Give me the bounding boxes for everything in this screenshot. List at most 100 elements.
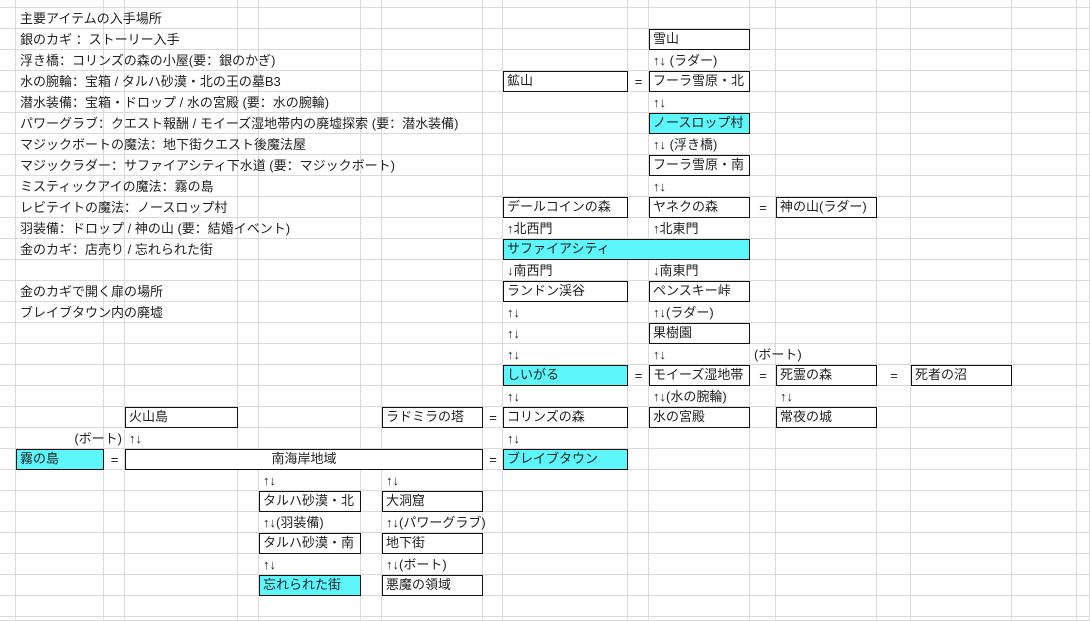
- grid-cell[interactable]: [483, 554, 503, 575]
- grid-cell[interactable]: [877, 281, 911, 302]
- node-sapphire[interactable]: サファイアシティ: [503, 239, 750, 260]
- grid-cell[interactable]: [776, 113, 877, 134]
- grid-cell[interactable]: [361, 302, 382, 323]
- grid-cell[interactable]: [361, 218, 382, 239]
- grid-cell[interactable]: [259, 134, 361, 155]
- grid-cell[interactable]: [382, 113, 483, 134]
- grid-cell[interactable]: [16, 533, 104, 554]
- grid-cell[interactable]: [0, 365, 16, 386]
- link-updown[interactable]: ↑↓: [653, 179, 666, 194]
- gold-key-item[interactable]: ブレイブタウン内の廃墟: [20, 305, 164, 320]
- grid-cell[interactable]: [877, 29, 911, 50]
- grid-cell[interactable]: [259, 218, 361, 239]
- grid-cell[interactable]: [483, 533, 503, 554]
- grid-cell[interactable]: [776, 0, 877, 8]
- note-item[interactable]: 羽装備：ドロップ / 神の山 (要：結婚イベント): [20, 221, 291, 236]
- grid-cell[interactable]: [238, 386, 259, 407]
- grid-cell[interactable]: [649, 428, 750, 449]
- grid-cell[interactable]: [776, 281, 877, 302]
- grid-cell[interactable]: [104, 176, 125, 197]
- grid-cell[interactable]: [0, 134, 16, 155]
- grid-cell[interactable]: [16, 428, 104, 449]
- grid-cell[interactable]: [877, 176, 911, 197]
- grid-cell[interactable]: [483, 365, 503, 386]
- grid-cell[interactable]: [750, 449, 776, 470]
- grid-cell[interactable]: [649, 302, 750, 323]
- grid-cell[interactable]: [238, 554, 259, 575]
- grid-cell[interactable]: [483, 71, 503, 92]
- grid-cell[interactable]: [750, 491, 776, 512]
- grid-cell[interactable]: [259, 617, 361, 621]
- grid-cell[interactable]: [361, 239, 382, 260]
- grid-cell[interactable]: [238, 596, 259, 617]
- grid-cell[interactable]: [125, 176, 238, 197]
- grid-cell[interactable]: [16, 71, 104, 92]
- grid-cell[interactable]: [259, 92, 361, 113]
- grid-cell[interactable]: [483, 260, 503, 281]
- grid-cell[interactable]: [503, 260, 628, 281]
- grid-cell[interactable]: [628, 512, 649, 533]
- link-updown[interactable]: ↑↓: [780, 389, 793, 404]
- link-nw-gate[interactable]: ↑北西門: [507, 221, 553, 236]
- grid-cell[interactable]: [238, 176, 259, 197]
- grid-cell[interactable]: [125, 344, 238, 365]
- grid-cell[interactable]: [361, 554, 382, 575]
- grid-cell[interactable]: [104, 50, 125, 71]
- grid-cell[interactable]: [238, 197, 259, 218]
- grid-cell[interactable]: [1012, 92, 1077, 113]
- grid-cell[interactable]: [125, 71, 238, 92]
- grid-cell[interactable]: [125, 134, 238, 155]
- grid-cell[interactable]: [125, 0, 238, 8]
- grid-cell[interactable]: [125, 575, 238, 596]
- grid-cell[interactable]: [649, 491, 750, 512]
- grid-cell[interactable]: [382, 29, 483, 50]
- grid-cell[interactable]: [125, 323, 238, 344]
- grid-cell[interactable]: [1077, 0, 1090, 8]
- grid-cell[interactable]: [104, 533, 125, 554]
- note-item[interactable]: ミスティックアイの魔法：霧の島: [20, 179, 214, 194]
- node-yanek[interactable]: ヤネクの森: [649, 197, 750, 218]
- grid-cell[interactable]: [238, 323, 259, 344]
- grid-cell[interactable]: [1012, 323, 1077, 344]
- grid-cell[interactable]: [361, 176, 382, 197]
- grid-cell[interactable]: [0, 554, 16, 575]
- grid-cell[interactable]: [877, 218, 911, 239]
- grid-cell[interactable]: [877, 323, 911, 344]
- grid-cell[interactable]: [483, 449, 503, 470]
- grid-cell[interactable]: [104, 428, 125, 449]
- grid-cell[interactable]: [776, 134, 877, 155]
- grid-cell[interactable]: [911, 512, 1012, 533]
- grid-cell[interactable]: [628, 134, 649, 155]
- grid-cell[interactable]: [776, 218, 877, 239]
- grid-cell[interactable]: [0, 71, 16, 92]
- grid-cell[interactable]: [503, 218, 628, 239]
- grid-cell[interactable]: [750, 554, 776, 575]
- grid-cell[interactable]: [483, 218, 503, 239]
- grid-cell[interactable]: [361, 365, 382, 386]
- grid-cell[interactable]: [125, 50, 238, 71]
- grid-cell[interactable]: [125, 428, 238, 449]
- grid-cell[interactable]: [503, 134, 628, 155]
- grid-cell[interactable]: [361, 281, 382, 302]
- grid-cell[interactable]: [238, 71, 259, 92]
- grid-cell[interactable]: [649, 8, 750, 29]
- grid-cell[interactable]: [776, 428, 877, 449]
- grid-cell[interactable]: [483, 344, 503, 365]
- grid-cell[interactable]: [16, 260, 104, 281]
- grid-cell[interactable]: [16, 491, 104, 512]
- grid-cell[interactable]: [911, 491, 1012, 512]
- grid-cell[interactable]: [16, 344, 104, 365]
- grid-cell[interactable]: [238, 239, 259, 260]
- link-boat[interactable]: (ボート): [754, 347, 802, 362]
- grid-cell[interactable]: [382, 470, 483, 491]
- link-ne-gate[interactable]: ↑北東門: [653, 221, 699, 236]
- grid-cell[interactable]: [503, 29, 628, 50]
- node-kaminoyama[interactable]: 神の山(ラダー): [776, 197, 877, 218]
- grid-cell[interactable]: [104, 386, 125, 407]
- grid-cell[interactable]: [503, 617, 628, 621]
- grid-cell[interactable]: [382, 596, 483, 617]
- grid-cell[interactable]: [776, 575, 877, 596]
- grid-cell[interactable]: [483, 407, 503, 428]
- link-updown[interactable]: ↑↓: [507, 389, 520, 404]
